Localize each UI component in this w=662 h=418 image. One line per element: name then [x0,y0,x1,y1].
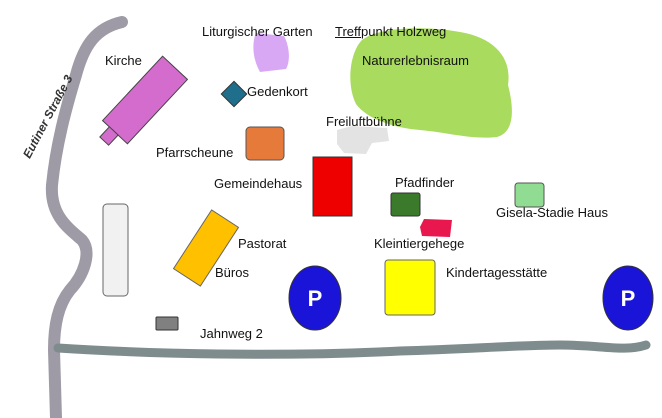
gisela-stadie-haus-label: Gisela-Stadie Haus [496,205,608,220]
parking-left: P [288,265,342,331]
kindertagesstaette-building [384,259,436,316]
jahnweg-road [53,340,651,359]
parking-left-label: P [308,286,323,311]
gemeindehaus-building [312,156,353,217]
gemeindehaus-label: Gemeindehaus [214,176,303,191]
kindertagesstaette-label: Kindertagesstätte [446,265,548,280]
kirche-building [99,55,189,146]
gedenkort-marker [220,80,248,108]
pfarrscheune-building [245,126,285,161]
kleintiergehege-label: Kleintiergehege [374,236,465,251]
eutiner-strasse-road [45,16,128,418]
pfadfinder-label: Pfadfinder [395,175,455,190]
pfarrscheune-label: Pfarrscheune [156,145,234,160]
freiluftbuehne-label: Freiluftbühne [326,114,402,129]
gedenkort-label: Gedenkort [247,84,308,99]
parking-right: P [602,265,654,331]
bueros-label: Büros [215,265,249,280]
treffpunkt-holzweg-label: Treffpunkt Holzweg [335,24,446,39]
freiluftbuehne-area [337,126,389,154]
pastorat-building [172,209,240,287]
treffpunkt-suffix: punkt Holzweg [361,24,447,39]
gisela-stadie-haus-building [514,182,545,208]
kirche-label: Kirche [105,53,142,68]
pastorat-label: Pastorat [238,236,287,251]
pfadfinder-building [390,192,421,217]
liturgischer-garten-area [253,33,289,72]
left-building [102,203,129,297]
parking-right-label: P [621,286,636,311]
kleintiergehege-area [420,219,452,237]
treffpunkt-prefix: Treff [335,24,362,39]
jahnweg-label: Jahnweg 2 [200,326,263,341]
naturerlebnisraum-label: Naturerlebnisraum [362,53,469,68]
jahnweg-marker [155,316,179,331]
naturerlebnisraum-area [350,28,512,138]
liturgischer-garten-label: Liturgischer Garten [202,24,313,39]
